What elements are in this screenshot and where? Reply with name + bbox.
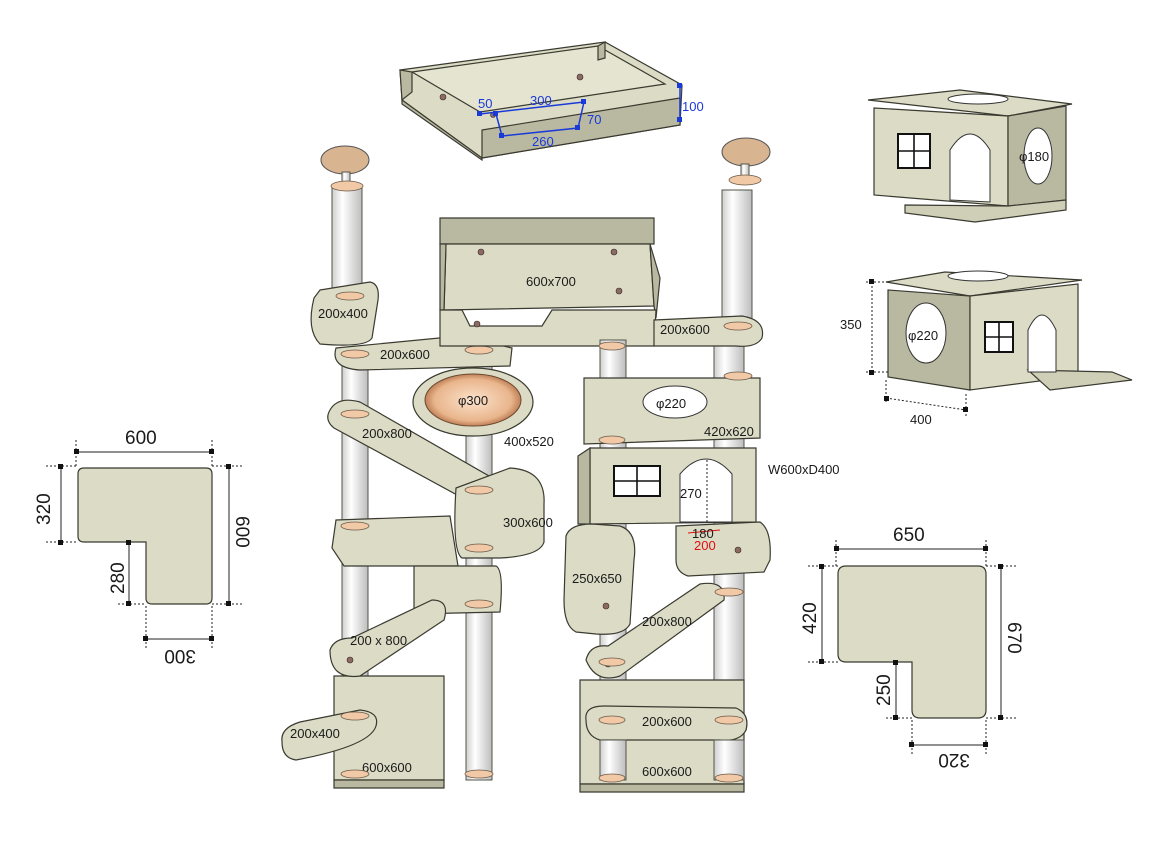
tray-dim-100: 100: [682, 99, 704, 114]
right-tower: 200x600 φ220 420x620 270 W600xD400 180 2…: [563, 137, 840, 793]
door-width-new-label: 200: [694, 538, 716, 553]
middle-right-label: 250x650: [572, 571, 622, 586]
door-height-label: 270: [680, 486, 702, 501]
tray-dim-50: 50: [478, 96, 492, 111]
left-shelf-label: 200x600: [380, 347, 430, 362]
left-shape: 600 320 600 280 300: [34, 428, 252, 666]
left-shape-bottom-label: 300: [164, 645, 196, 666]
tray: 50 300 70 100 260: [399, 40, 704, 162]
house-height-label: 350: [840, 317, 862, 332]
house-top-right: φ180: [867, 89, 1073, 223]
house-hole-label: φ220: [908, 328, 938, 343]
tray-dim-300: 300: [530, 93, 552, 108]
bottom-right-shelf-label-2: 200x600: [642, 714, 692, 729]
bowl-label: φ300: [458, 393, 488, 408]
base-right-label: 600x600: [642, 764, 692, 779]
left-shape-right-label: 600: [231, 516, 252, 548]
upper-left-label: 200x400: [318, 306, 368, 321]
door-width-old-label: 180: [692, 526, 714, 541]
house-mid-right: 350 400 φ220: [840, 270, 1133, 427]
left-shape-top-label: 600: [125, 428, 157, 449]
bottom-left-small-label: 200x400: [290, 726, 340, 741]
bowl-size-label: 400x520: [504, 434, 554, 449]
right-shape-left-label: 420: [800, 602, 821, 634]
house-top-hole-label: φ180: [1019, 149, 1049, 164]
house-top-size-label: 420x620: [704, 424, 754, 439]
tray-dim-70: 70: [587, 112, 601, 127]
right-shape: 650 420 670 250 320: [800, 525, 1024, 770]
house-width-label: 400: [910, 412, 932, 427]
left-shape-left-label: 320: [34, 493, 55, 525]
right-shape-bottom-label: 320: [938, 749, 970, 770]
house-top-hole-label-2: φ220: [656, 396, 686, 411]
long-left-label: 200x800: [362, 426, 412, 441]
lower-right-label: 200x800: [642, 614, 692, 629]
top-box: 600x700: [439, 217, 661, 347]
house-size-label: W600xD400: [768, 462, 840, 477]
right-shape-right-label: 670: [1003, 622, 1024, 654]
tray-dim-260: 260: [532, 134, 554, 149]
curve-board-label: 300x600: [503, 515, 553, 530]
left-tower: 600x600 200x400 200x600 200x800 φ300 400…: [281, 145, 554, 789]
lower-left-label: 200 x 800: [350, 633, 407, 648]
upper-right-shelf-label: 200x600: [660, 322, 710, 337]
right-shape-top-label: 650: [893, 525, 925, 546]
top-box-label: 600x700: [526, 274, 576, 289]
left-shape-inner-label: 280: [108, 562, 129, 594]
base-left-label: 600x600: [362, 760, 412, 775]
right-shape-inner-label: 250: [874, 674, 895, 706]
